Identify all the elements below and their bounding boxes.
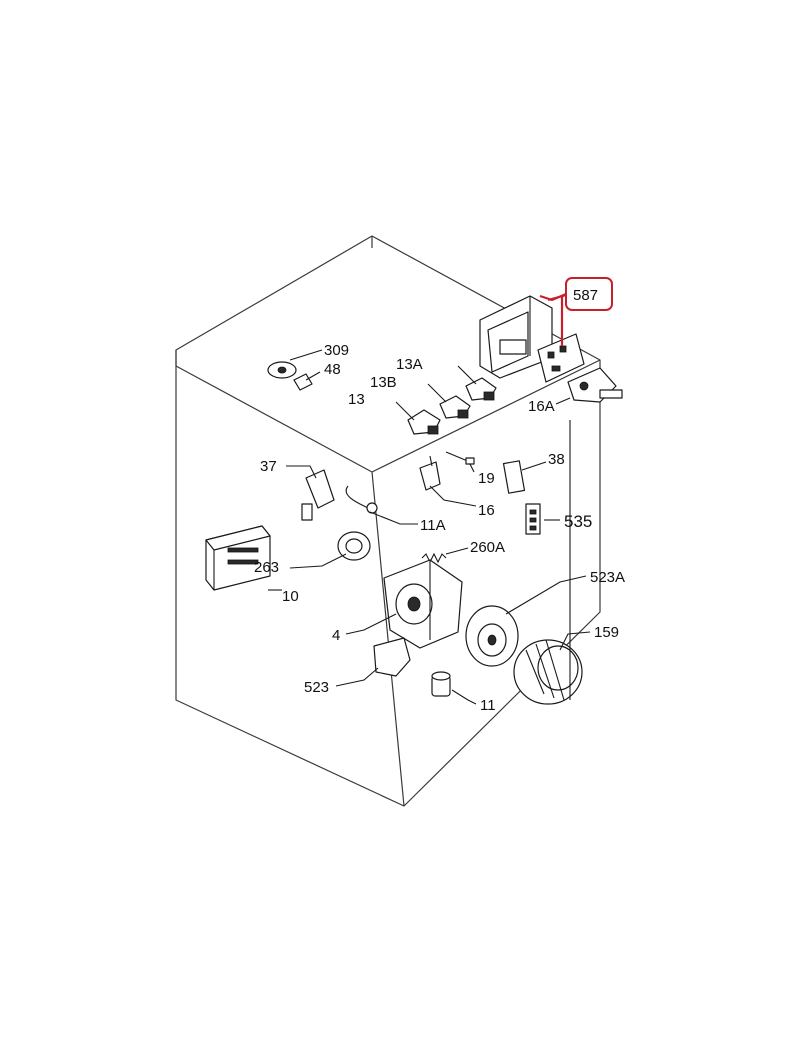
valve-13b[interactable] <box>439 395 471 419</box>
terminal-38[interactable] <box>502 460 526 494</box>
label-523: 523 <box>304 679 329 696</box>
part-309-washer[interactable] <box>267 361 297 379</box>
program-selector-16a[interactable] <box>567 367 623 403</box>
label-13a: 13A <box>396 356 423 373</box>
label-11a: 11A <box>420 517 446 534</box>
label-11: 11 <box>480 697 496 714</box>
valve-13[interactable] <box>407 409 441 435</box>
valve-13a[interactable] <box>465 377 497 401</box>
label-263: 263 <box>254 559 279 576</box>
cabinet-outline <box>175 235 601 807</box>
label-38: 38 <box>548 451 565 468</box>
impeller-159[interactable] <box>513 639 583 705</box>
label-10: 10 <box>282 588 299 605</box>
part-16-switch[interactable] <box>419 455 441 491</box>
bracket-523[interactable] <box>373 637 411 677</box>
terminal-535[interactable] <box>525 503 541 535</box>
filter-box-10[interactable] <box>205 525 271 591</box>
pulley-263[interactable] <box>337 531 371 561</box>
label-4: 4 <box>332 627 340 644</box>
label-48: 48 <box>324 361 341 378</box>
label-587: 587 <box>573 287 598 304</box>
label-13b: 13B <box>370 374 397 391</box>
label-159: 159 <box>594 624 619 641</box>
label-37: 37 <box>260 458 277 475</box>
label-16a: 16A <box>528 398 555 415</box>
label-13: 13 <box>348 391 365 408</box>
part-labels: 309 48 13A 13B 13 16A 37 19 38 16 11A 53… <box>254 342 625 714</box>
capacitor-11[interactable] <box>431 671 451 697</box>
control-housing-587[interactable] <box>479 295 585 383</box>
bracket-37[interactable] <box>301 469 335 521</box>
label-309: 309 <box>324 342 349 359</box>
label-16: 16 <box>478 502 495 519</box>
highlight-callout-587[interactable]: 587 <box>565 277 613 311</box>
label-260a: 260A <box>470 539 505 556</box>
part-48-clip[interactable] <box>293 373 313 391</box>
label-19: 19 <box>478 470 495 487</box>
label-523a: 523A <box>590 569 625 586</box>
leader-lines <box>268 349 591 705</box>
part-19-rod[interactable] <box>445 451 475 465</box>
cable-11a[interactable] <box>345 485 378 514</box>
fan-housing-523a[interactable] <box>465 605 519 667</box>
spring-260a[interactable] <box>421 552 447 564</box>
motor-4[interactable] <box>383 559 463 649</box>
label-535: 535 <box>564 512 592 531</box>
